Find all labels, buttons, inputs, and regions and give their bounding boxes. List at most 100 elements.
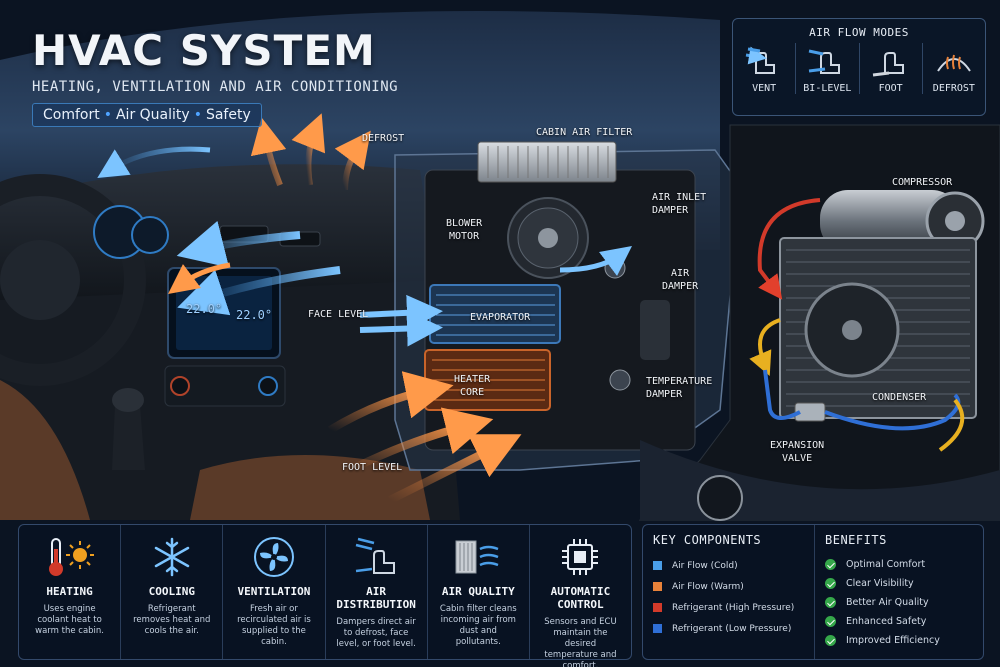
callout-temperature-damper: TEMPERATURE DAMPER	[646, 376, 712, 401]
feature-title: VENTILATION	[237, 585, 311, 598]
legend-swatch	[653, 582, 662, 591]
display-left-temp: 22.0°	[186, 302, 223, 316]
callout-heater-core: HEATER CORE	[454, 374, 490, 399]
callout-line: EXPANSION	[770, 440, 825, 451]
benefit-label: Enhanced Safety	[846, 616, 927, 627]
seat-airflow-icon	[355, 537, 396, 574]
feature-desc: Fresh air or recirculated air is supplie…	[237, 604, 311, 648]
check-icon	[825, 616, 836, 627]
components-benefits-panel: KEY COMPONENTS Air Flow (Cold) Air Flow …	[642, 524, 984, 660]
tagline-badge: Comfort•Air Quality•Safety	[32, 103, 262, 127]
callout-line: AIR	[671, 268, 690, 279]
callout-line: DAMPER	[646, 388, 683, 400]
tagline-item: Comfort	[43, 107, 100, 123]
key-components-title: KEY COMPONENTS	[653, 533, 762, 547]
callout-evaporator: EVAPORATOR	[470, 312, 531, 323]
benefit-label: Clear Visibility	[846, 578, 914, 589]
check-icon	[825, 559, 836, 570]
mode-label: BI-LEVEL	[803, 83, 852, 94]
mode-vent[interactable]: VENT	[733, 43, 795, 94]
filter-icon	[455, 540, 499, 574]
modes-title: AIR FLOW MODES	[809, 26, 909, 39]
benefit-label: Optimal Comfort	[846, 559, 926, 570]
check-icon	[825, 578, 836, 589]
benefit-item: Optimal Comfort	[825, 555, 940, 574]
seat-foot-icon	[872, 52, 904, 77]
feature-air-quality: AIR QUALITY Cabin filter cleans incoming…	[426, 525, 529, 659]
callout-blower-motor: BLOWER MOTOR	[446, 218, 482, 243]
callout-air-damper: AIR DAMPER	[662, 268, 698, 293]
tagline-item: Safety	[205, 107, 251, 123]
legend-label: Air Flow (Warm)	[672, 581, 744, 592]
callout-defrost: DEFROST	[362, 133, 405, 144]
feature-desc: Cabin filter cleans incoming air from du…	[439, 604, 517, 648]
callout-line: DAMPER	[662, 280, 699, 292]
feature-title: AUTOMATIC CONTROL	[550, 585, 611, 611]
benefits-title: BENEFITS	[825, 533, 887, 547]
callout-expansion-valve: EXPANSION VALVE	[770, 440, 824, 465]
feature-heating: HEATING Uses engine coolant heat to warm…	[19, 525, 120, 659]
callout-line: TEMPERATURE	[646, 376, 713, 387]
features-panel: HEATING Uses engine coolant heat to warm…	[18, 524, 632, 667]
callout-condenser: CONDENSER	[872, 392, 927, 403]
legend-label: Refrigerant (High Pressure)	[672, 602, 795, 613]
benefit-item: Better Air Quality	[825, 593, 940, 612]
windshield-defrost-icon	[937, 54, 971, 72]
mode-defrost[interactable]: DEFROST	[921, 43, 985, 94]
header: HVAC SYSTEM HEATING, VENTILATION AND AIR…	[32, 26, 398, 127]
mode-label: VENT	[752, 83, 777, 94]
legend-label: Refrigerant (Low Pressure)	[672, 623, 792, 634]
key-components-legend: KEY COMPONENTS Air Flow (Cold) Air Flow …	[643, 525, 815, 659]
callout-compressor: COMPRESSOR	[892, 177, 953, 188]
fan-icon	[253, 537, 294, 577]
snowflake-icon	[154, 537, 189, 577]
feature-ventilation: VENTILATION Fresh air or recirculated ai…	[222, 525, 324, 659]
tagline-item: Air Quality	[115, 107, 190, 123]
thermometer-sun-icon	[48, 538, 94, 576]
chip-icon	[562, 539, 599, 575]
bullet-dot-icon: •	[193, 107, 202, 123]
legend-item: Air Flow (Cold)	[653, 555, 804, 576]
feature-desc: Sensors and ECU maintain the desired tem…	[544, 617, 617, 667]
feature-desc: Refrigerant removes heat and cools the a…	[133, 604, 211, 637]
callout-face-level: FACE LEVEL	[308, 309, 369, 320]
legend-swatch	[653, 624, 662, 633]
benefits-list: BENEFITS Optimal Comfort Clear Visibilit…	[815, 525, 950, 659]
benefit-item: Enhanced Safety	[825, 612, 940, 631]
check-icon	[825, 597, 836, 608]
mode-bi-level[interactable]: BI-LEVEL	[795, 43, 858, 94]
callout-line: AIR INLET	[652, 192, 707, 203]
legend-item: Refrigerant (High Pressure)	[653, 597, 804, 618]
callout-line: HEATER	[454, 374, 491, 385]
feature-title: AIR DISTRIBUTION	[336, 585, 416, 611]
feature-air-distribution: AIR DISTRIBUTION Dampers direct air to d…	[324, 525, 427, 659]
legend-swatch	[653, 603, 662, 612]
callout-cabin-air-filter: CABIN AIR FILTER	[536, 127, 633, 138]
callout-line: MOTOR	[449, 230, 480, 242]
page-title: HVAC SYSTEM	[32, 26, 376, 75]
legend-label: Air Flow (Cold)	[672, 560, 738, 571]
callout-line: CORE	[460, 386, 485, 398]
callout-line: VALVE	[782, 452, 813, 464]
feature-cooling: COOLING Refrigerant removes heat and coo…	[120, 525, 222, 659]
bullet-dot-icon: •	[103, 107, 112, 123]
feature-title: AIR QUALITY	[441, 585, 515, 598]
mode-label: DEFROST	[932, 83, 975, 94]
feature-title: COOLING	[148, 585, 195, 598]
callout-line: BLOWER	[446, 218, 483, 229]
legend-item: Air Flow (Warm)	[653, 576, 804, 597]
feature-automatic-control: AUTOMATIC CONTROL Sensors and ECU mainta…	[528, 525, 631, 667]
callout-foot-level: FOOT LEVEL	[342, 462, 403, 473]
benefit-label: Better Air Quality	[846, 597, 929, 608]
benefit-item: Improved Efficiency	[825, 631, 940, 650]
feature-desc: Uses engine coolant heat to warm the cab…	[35, 604, 105, 637]
page-subtitle: HEATING, VENTILATION AND AIR CONDITIONIN…	[32, 79, 399, 95]
mode-label: FOOT	[878, 83, 903, 94]
air-flow-modes-panel: AIR FLOW MODES VENT BI-LEVEL FOOT	[732, 18, 986, 116]
benefit-item: Clear Visibility	[825, 574, 940, 593]
mode-foot[interactable]: FOOT	[858, 43, 922, 94]
feature-desc: Dampers direct air to defrost, face leve…	[336, 617, 416, 650]
seat-vent-icon	[745, 46, 776, 74]
feature-title: HEATING	[46, 585, 93, 598]
benefit-label: Improved Efficiency	[846, 635, 940, 646]
